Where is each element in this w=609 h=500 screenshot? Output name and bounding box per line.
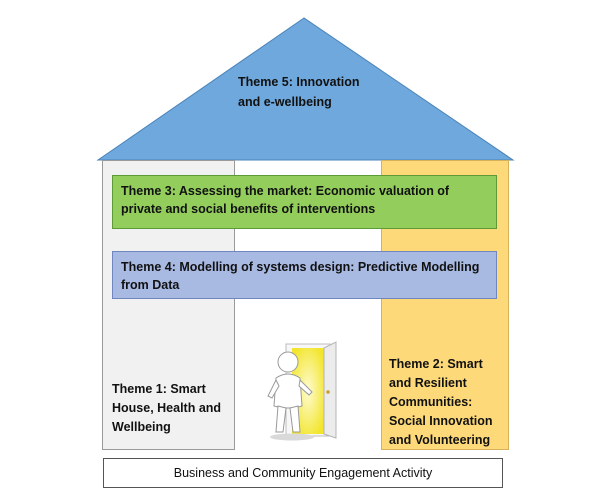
theme-1-label: Theme 1: Smart House, Health and Wellbei… xyxy=(112,382,222,434)
theme-5-label: Theme 5: Innovation and e-wellbeing xyxy=(238,72,398,112)
theme-5-line-1: Theme 5: Innovation xyxy=(238,75,360,89)
theme-4-band: Theme 4: Modelling of systems design: Pr… xyxy=(112,251,497,299)
theme-3-band: Theme 3: Assessing the market: Economic … xyxy=(112,175,497,229)
theme-2-label: Theme 2: Smart and Resilient Communities… xyxy=(389,357,493,447)
theme-5-line-2: and e-wellbeing xyxy=(238,95,332,109)
roof-triangle xyxy=(96,17,515,161)
foundation-bar: Business and Community Engagement Activi… xyxy=(103,458,503,488)
foundation-label: Business and Community Engagement Activi… xyxy=(173,466,433,480)
person-at-door-icon xyxy=(267,341,337,441)
